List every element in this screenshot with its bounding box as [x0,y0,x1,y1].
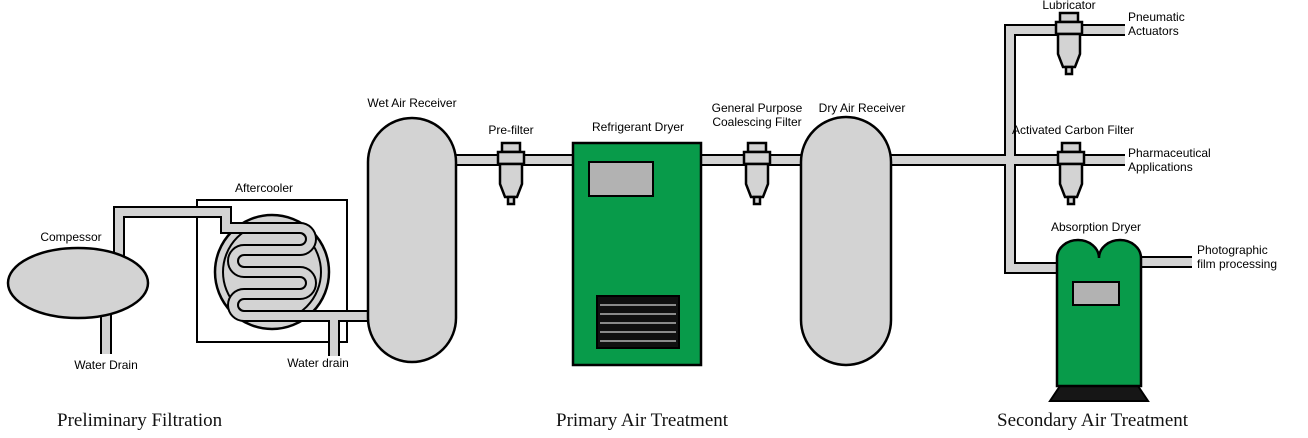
pre-filter-unit [496,141,526,206]
section-title-primary-air-treatment: Primary Air Treatment [556,410,729,431]
pharmaceutical-label-line1: Pharmaceutical [1128,146,1211,160]
section-title-preliminary-filtration: Preliminary Filtration [57,410,223,431]
activated-carbon-filter-label: Activated Carbon Filter [1012,123,1134,137]
dry-air-receiver-label: Dry Air Receiver [819,101,906,115]
coalescing-filter-label-line1: General Purpose [712,101,803,115]
photographic-label-line2: film processing [1197,257,1277,271]
wet-air-receiver-tank [366,116,458,364]
pneumatic-actuators-label-line1: Pneumatic [1128,10,1185,24]
refrigerant-dryer-display [588,161,654,197]
pharmaceutical-label-line2: Applications [1128,160,1193,174]
aftercooler-label: Aftercooler [235,181,293,195]
absorption-dryer-base [1048,385,1150,402]
refrigerant-dryer-grille [596,295,680,349]
lubricator-unit [1054,11,1084,76]
absorption-dryer-unit [1048,238,1150,402]
compressor-label: Compessor [40,230,101,244]
coalescing-filter-unit [742,141,772,206]
absorption-dryer-body [1055,238,1143,388]
section-title-secondary-air-treatment: Secondary Air Treatment [997,410,1189,431]
pipe-inlet-coil [115,208,378,320]
compressor-tank [6,246,150,320]
refrigerant-dryer-unit [571,141,703,367]
refrigerant-dryer-label: Refrigerant Dryer [592,120,684,134]
pre-filter-label: Pre-filter [488,123,533,137]
pneumatic-actuators-label-line2: Actuators [1128,24,1179,38]
grille-slats [600,304,676,342]
coalescing-filter-label-line2: Coalescing Filter [712,115,801,129]
activated-carbon-filter-unit [1056,141,1086,206]
lubricator-label: Lubricator [1042,0,1095,12]
aftercooler-drain-label: Water drain [287,356,349,370]
absorption-dryer-display [1072,281,1120,306]
compressor-drain-label: Water Drain [74,358,138,372]
wet-air-receiver-label: Wet Air Receiver [367,96,456,110]
dry-air-receiver-tank [799,115,893,367]
photographic-label-line1: Photographic [1197,243,1268,257]
absorption-dryer-label: Absorption Dryer [1051,220,1141,234]
label-layer: Compessor Water Drain Aftercooler Water … [40,0,1277,431]
